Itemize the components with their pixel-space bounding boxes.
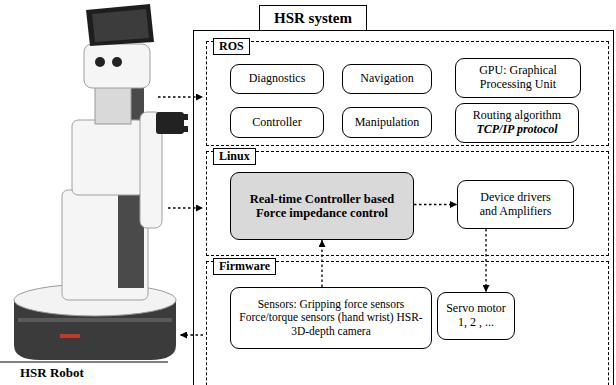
signal-arrow [414,204,457,205]
component-box: Routing algorithmTCP/IP protocol [455,103,579,143]
component-box: Manipulation [342,107,432,138]
component-box: GPU: Graphical Processing Unit [455,58,581,98]
component-label: Sensors: Gripping force sensors Force/to… [237,298,425,338]
controller-box: Real-time Controller based Force impedan… [230,172,414,240]
robot-camera [95,57,105,67]
layer-frame: LinuxReal-time Controller based Force im… [206,151,609,256]
signal-arrow [321,240,322,287]
component-label: Navigation [360,72,413,86]
robot-link-arrow [180,334,203,335]
component-label: Diagnostics [249,72,306,86]
component-box: Navigation [342,64,432,94]
layer-tag: Linux [213,148,256,165]
floor-line [0,362,168,363]
component-label: Manipulation [355,116,420,130]
layer-tag: Firmware [213,258,276,275]
component-label: Real-time Controller based Force impedan… [247,192,397,221]
system-boundary: HSR systemROSDiagnosticsNavigationGPU: G… [193,30,614,385]
layer-frame: ROS Diagnostics Navigation GPU: Graphical P… [206,41,609,146]
component-label: Servo motor 1, 2 , ... [444,302,508,330]
component-label: Device drivers and Amplifiers [472,191,560,219]
robot-camera [112,57,122,67]
component-label: Routing algorithm [473,109,561,123]
component-box: Device drivers and Amplifiers [457,180,574,229]
layer-tag: ROS [213,38,250,55]
robot-head [84,44,150,88]
robot-neck [95,84,131,124]
component-label: GPU: Graphical Processing Unit [462,64,574,92]
layer-frame: FirmwareSensors: Gripping force sensors … [206,261,609,385]
component-label: Controller [252,116,301,130]
robot-link-arrow [168,207,203,208]
system-title: HSR system [259,5,367,31]
robot-gripper [156,112,184,134]
robot-logo [60,334,80,338]
robot-upper-torso [72,120,144,195]
robot-bumper [18,318,172,322]
robot-screen [86,4,154,46]
component-label: TCP/IP protocol [476,123,557,137]
robot-link-arrow [158,96,203,97]
robot-screen-glass [92,9,149,42]
robot-caption: HSR Robot [20,365,84,381]
robot-finger [182,114,188,120]
robot-finger [182,126,188,132]
component-box: Sensors: Gripping force sensors Force/to… [230,287,432,349]
component-box: Controller [230,107,324,138]
component-box: Diagnostics [230,64,324,94]
component-box: Servo motor 1, 2 , ... [437,292,515,340]
